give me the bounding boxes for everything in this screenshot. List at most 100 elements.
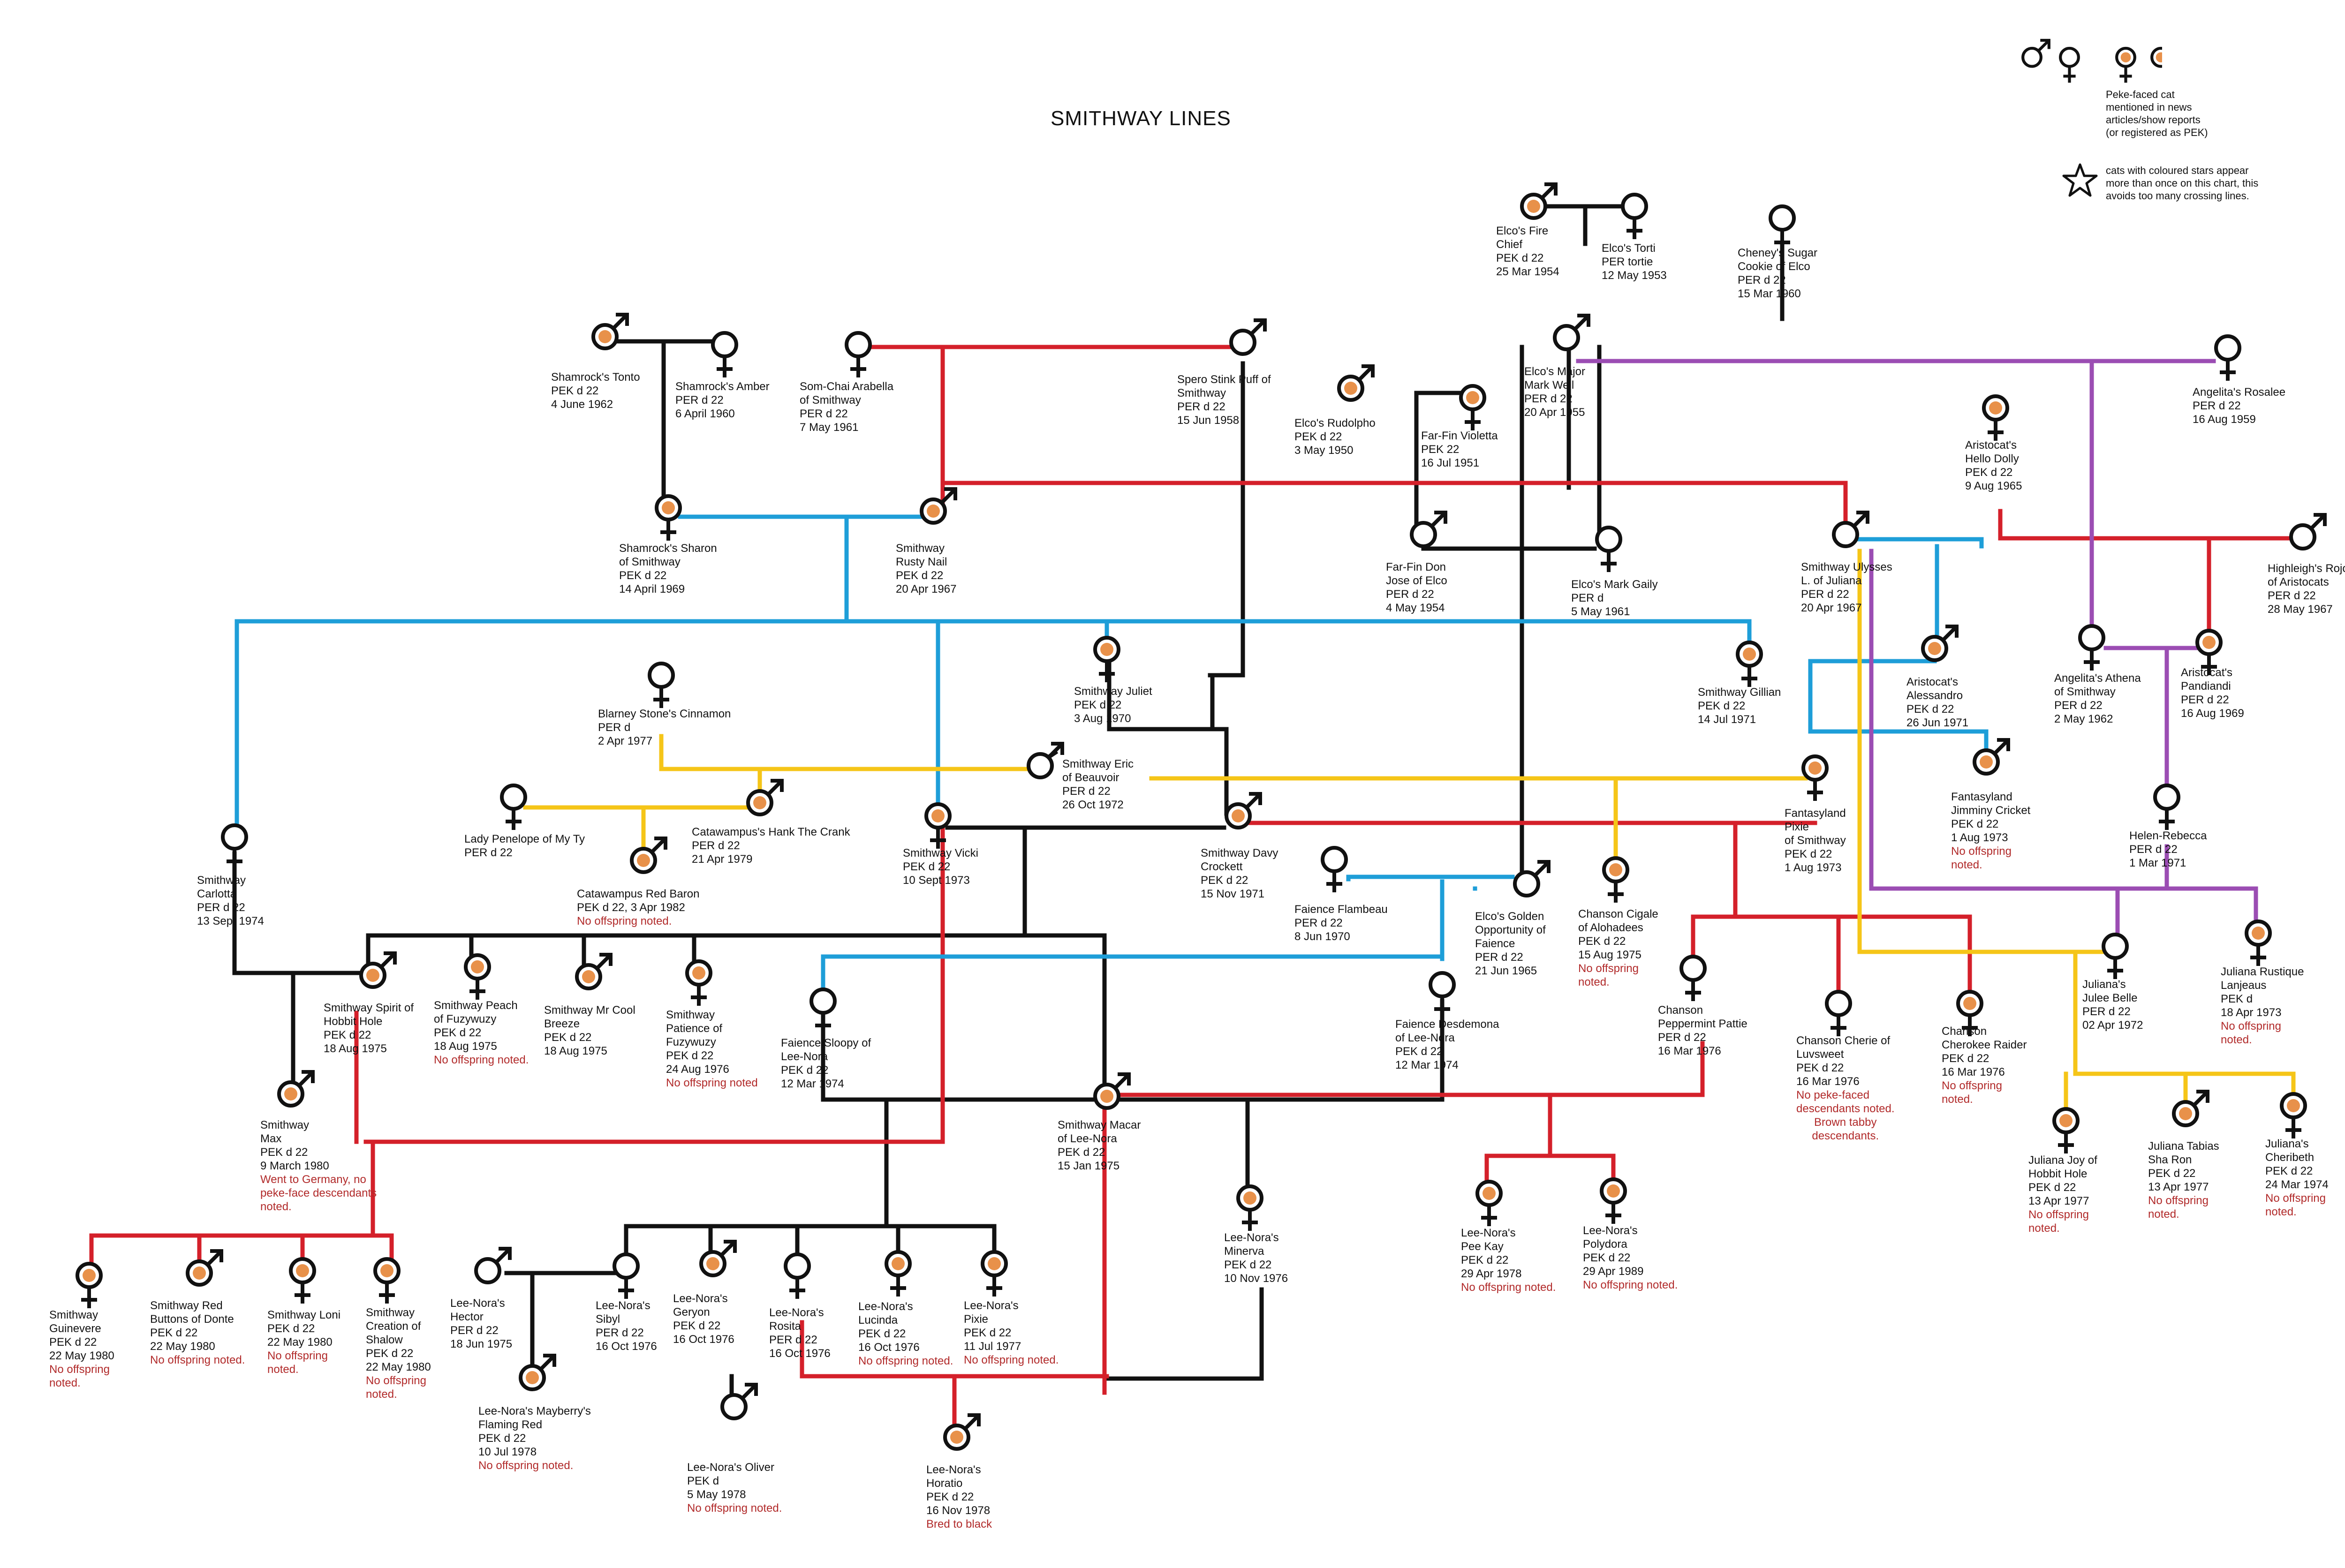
cat-label-line: Juliana Joy of — [2028, 1154, 2097, 1167]
cat-label-line: 16 Mar 1976 — [1658, 1045, 1721, 1057]
cat-label-line: of Smithway — [800, 394, 861, 407]
cat-label-line: PEK d 22 — [2265, 1165, 2313, 1177]
cat-label-line: 21 Jun 1965 — [1475, 965, 1537, 977]
cat-label-line: Chanson — [1942, 1025, 1987, 1038]
cat-label-line: Rosita — [769, 1320, 802, 1333]
legend-star-text: cats with coloured stars appear more tha… — [2106, 165, 2259, 202]
cat-label-line: Lady Penelope of My Ty — [464, 833, 585, 845]
cat-label-line: PEK d 22 — [1698, 700, 1746, 712]
cat-label-line: PEK d 22 — [858, 1327, 906, 1340]
cat-label-line: 16 Oct 1976 — [769, 1347, 831, 1360]
cat-label-line: 22 May 1980 — [267, 1336, 333, 1349]
cat-label-line: PEK d 22 — [49, 1336, 97, 1349]
cat-note-centered: descendants. — [1812, 1130, 1879, 1142]
cat-label-line: Fantasyland — [1785, 807, 1846, 820]
cat-label-line: Lee-Nora's Oliver — [687, 1461, 774, 1474]
cat-label-line: Pixie — [1785, 821, 1809, 833]
cat-label-line: Cheribeth — [2265, 1151, 2315, 1164]
cat-note: No offspring noted — [666, 1077, 758, 1089]
cat-label-line: PER d 22 — [1524, 392, 1573, 405]
cat-label-line: 4 May 1954 — [1386, 602, 1445, 614]
cat-label-line: 16 Nov 1978 — [926, 1504, 991, 1517]
cat-label-line: Shamrock's Amber — [675, 380, 770, 393]
cat-note: No offspring noted. — [1461, 1281, 1556, 1294]
cat-label-line: 18 Jun 1975 — [450, 1338, 513, 1350]
cat-label-line: PEK d 22 — [366, 1347, 414, 1360]
male-symbol-icon — [943, 1413, 981, 1451]
cat-label-line: 6 April 1960 — [675, 407, 735, 420]
cat-label-line: Aristocat's — [1906, 676, 1958, 688]
cat-label-line: PEK d 22 — [1461, 1254, 1509, 1266]
cat-label-line: Faience Flambeau — [1294, 903, 1388, 916]
cat-label-line: 16 Aug 1959 — [2193, 413, 2256, 426]
cat-label-line: Mark Well — [1524, 379, 1574, 392]
peke-male-legend-icon — [2150, 46, 2162, 68]
male-symbol-icon — [1225, 792, 1262, 829]
male-symbol-icon — [575, 953, 613, 990]
cat-note: peke-face descendants — [260, 1187, 377, 1199]
cat-label-line: Shalow — [366, 1334, 403, 1346]
female-symbol-icon — [1321, 846, 1348, 892]
cat-note: No offspring noted. — [434, 1054, 529, 1066]
cat-label-line: PEK d 22 — [260, 1146, 308, 1159]
cat-note: descendants noted. — [1796, 1102, 1895, 1115]
cat-label-line: Smithway — [1177, 387, 1226, 400]
cat-label-line: of Aristocats — [2268, 576, 2329, 588]
cat-label-line: 28 May 1967 — [2268, 603, 2333, 616]
cat-label-line: Smithway Mr Cool — [544, 1004, 635, 1017]
cat-label-line: PEK d 22 — [551, 384, 599, 397]
cat-label-line: PEK d 22 — [324, 1029, 371, 1041]
cat-label-line: Hello Dolly — [1965, 452, 2019, 465]
cat-label-line: Lee-Nora's — [596, 1299, 651, 1312]
cat-label-line: Jimminy Cricket — [1951, 804, 2031, 817]
cat-label-line: 13 Apr 1977 — [2028, 1195, 2089, 1207]
cat-label-line: Flaming Red — [478, 1418, 543, 1431]
cat-label-line: 3 Aug 1970 — [1074, 712, 1131, 725]
cat-label-line: Smithway — [366, 1306, 415, 1319]
cat-label-line: of Beauvoir — [1062, 771, 1120, 784]
cat-label-line: PER d 22 — [692, 839, 740, 852]
cat-label-line: Chanson Cigale — [1578, 908, 1658, 920]
cat-label-line: PER d 22 — [2193, 400, 2241, 412]
cat-label-line: Faience Desdemona — [1395, 1018, 1499, 1031]
cat-label-line: PEK d 22 — [1951, 818, 1999, 830]
female-symbol-icon — [2052, 1107, 2080, 1153]
cat-label-line: 16 Mar 1976 — [1796, 1075, 1860, 1088]
cat-label-line: 02 Apr 1972 — [2082, 1019, 2143, 1032]
cat-label-line: PEK d 22 — [1965, 466, 2013, 479]
cat-label-line: Chanson Cherie of — [1796, 1034, 1891, 1047]
cat-label-line: Lee-Nora's — [964, 1299, 1019, 1312]
cat-label-line: 9 March 1980 — [260, 1160, 329, 1172]
peke-female-legend-icon — [2115, 46, 2136, 83]
cat-label-line: PEK d 22 — [1058, 1146, 1105, 1159]
female-symbol-icon — [289, 1257, 316, 1304]
legend-peke-text: Peke-faced cat mentioned in news article… — [2106, 89, 2208, 138]
cat-label-line: PEK d 22 — [964, 1327, 1012, 1339]
cat-label-line: Hobbit Hole — [324, 1015, 383, 1028]
male-symbol-icon — [1229, 318, 1267, 356]
cat-label-line: Cherokee Raider — [1942, 1039, 2027, 1051]
cat-label-line: Elco's Rudolpho — [1294, 417, 1376, 430]
cat-label-line: PEK d 22 — [150, 1327, 198, 1339]
cat-label-line: 22 May 1980 — [49, 1349, 114, 1362]
cat-label-line: Catawampus's Hank The Crank — [692, 826, 850, 838]
cat-label-line: Sibyl — [596, 1313, 620, 1326]
cat-label-line: 16 Oct 1976 — [858, 1341, 920, 1354]
cat-label-line: 29 Apr 1978 — [1461, 1267, 1522, 1280]
cat-label-line: PER d 22 — [2054, 699, 2103, 712]
female-symbol-icon — [464, 953, 491, 1000]
male-legend-icon — [2021, 38, 2050, 68]
cat-label-line: Elco's Fire — [1496, 225, 1549, 237]
cat-label-line: PEK d 22 — [1201, 874, 1248, 887]
